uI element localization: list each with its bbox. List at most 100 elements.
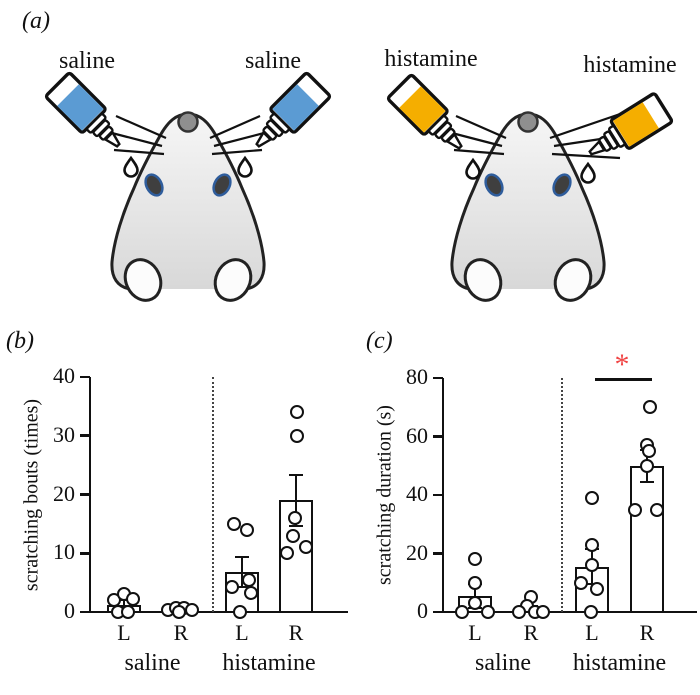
- panel-c-letter: (c): [366, 328, 393, 354]
- data-point: [244, 586, 258, 601]
- y-tick-label: 0: [64, 598, 75, 623]
- x-category-label: R: [288, 620, 304, 645]
- data-point: [290, 405, 304, 420]
- y-tick: [80, 434, 90, 438]
- data-point: [468, 575, 482, 590]
- data-point: [643, 400, 657, 415]
- bottle-liquid: [272, 84, 319, 131]
- group-label: histamine: [572, 650, 667, 676]
- y-tick: [80, 375, 90, 379]
- mouse-foot-left: [123, 258, 163, 302]
- data-point: [121, 605, 135, 619]
- y-tick: [433, 552, 443, 555]
- data-point: [585, 537, 599, 552]
- y-tick-label: 40: [53, 363, 75, 388]
- group-label: saline: [475, 650, 531, 676]
- data-point: [468, 552, 482, 567]
- data-point: [585, 490, 599, 505]
- y-tick-label: 30: [53, 421, 75, 447]
- liquid-drop-icon: [465, 157, 481, 180]
- significance-line: [595, 378, 652, 381]
- data-point: [574, 575, 588, 590]
- liquid-drop-icon: [237, 155, 253, 178]
- panel-b-letter: (b): [6, 328, 34, 354]
- y-tick-label: 60: [406, 422, 428, 448]
- error-bar-cap: [235, 555, 249, 558]
- dropper-bottle-icon: [588, 92, 674, 156]
- liquid-drop-icon: [123, 155, 139, 178]
- mouse-illustration-histamine: histamine histamine: [384, 46, 677, 302]
- dropper-bottle-icon: [386, 73, 463, 150]
- data-point: [585, 558, 599, 573]
- y-tick: [80, 493, 90, 496]
- mouse-nose: [517, 111, 539, 133]
- y-tick: [433, 376, 443, 380]
- error-bar-cap: [289, 474, 303, 477]
- mouse-eye-right: [552, 173, 572, 197]
- data-point: [299, 540, 313, 555]
- x-category-label: L: [235, 620, 249, 645]
- x-category-label: L: [117, 620, 131, 645]
- mouse-foot-left: [463, 258, 503, 302]
- y-axis-label: scratching duration (s): [373, 405, 396, 585]
- data-point: [628, 502, 642, 517]
- y-tick-label: 10: [53, 539, 75, 565]
- bottle-liquid: [57, 84, 104, 131]
- data-point: [455, 605, 469, 619]
- mouse-icon: [447, 110, 635, 302]
- data-point: [640, 458, 654, 473]
- mouse-foot-right: [213, 258, 253, 302]
- data-point: [512, 605, 526, 619]
- mouse-icon: [107, 111, 269, 302]
- error-bar: [240, 556, 244, 588]
- x-category-label: R: [523, 620, 539, 645]
- liquid-drop-icon: [580, 161, 596, 184]
- mouse-body: [111, 114, 265, 289]
- data-point: [290, 428, 304, 443]
- data-point: [172, 605, 186, 619]
- data-point: [536, 605, 550, 619]
- error-bar-cap: [289, 524, 303, 527]
- dropper-bottle-icon: [255, 71, 332, 148]
- error-bar: [294, 475, 298, 526]
- data-point: [286, 528, 300, 543]
- bottle-label-left: histamine: [384, 46, 477, 72]
- panel-a-letter: (a): [22, 8, 50, 34]
- bottle-liquid: [612, 102, 659, 147]
- separator-line: [212, 377, 214, 612]
- y-tick: [80, 551, 90, 555]
- data-point: [240, 522, 254, 537]
- y-tick-label: 0: [417, 598, 428, 623]
- y-tick: [433, 610, 443, 614]
- data-point: [288, 511, 302, 525]
- y-tick-label: 20: [406, 539, 428, 565]
- data-point: [584, 605, 598, 619]
- data-point: [185, 602, 199, 617]
- significance-asterisk: *: [614, 348, 630, 381]
- data-point: [227, 516, 241, 531]
- bar: [630, 465, 664, 613]
- bottle-label-right: histamine: [583, 52, 676, 78]
- y-axis-label: scratching bouts (times): [20, 398, 43, 591]
- data-point: [590, 581, 604, 596]
- dropper-bottle-icon: [44, 71, 121, 148]
- mouse-eye-left: [484, 173, 504, 197]
- x-category-label: L: [468, 620, 482, 645]
- y-tick-label: 80: [406, 364, 428, 389]
- bottle-label-left: saline: [59, 48, 115, 74]
- x-category-label: R: [639, 620, 655, 645]
- mouse-foot-right: [553, 258, 593, 302]
- bottle-label-right: saline: [245, 48, 301, 74]
- y-tick: [433, 435, 443, 438]
- y-tick: [433, 493, 443, 497]
- mouse-whiskers: [107, 114, 269, 156]
- mouse-eye-right: [212, 173, 232, 197]
- y-tick-label: 20: [53, 480, 75, 506]
- group-label: saline: [124, 650, 181, 676]
- x-axis: [443, 610, 697, 614]
- x-category-label: R: [173, 620, 189, 645]
- x-axis: [90, 610, 348, 614]
- mouse-eye-left: [144, 173, 164, 197]
